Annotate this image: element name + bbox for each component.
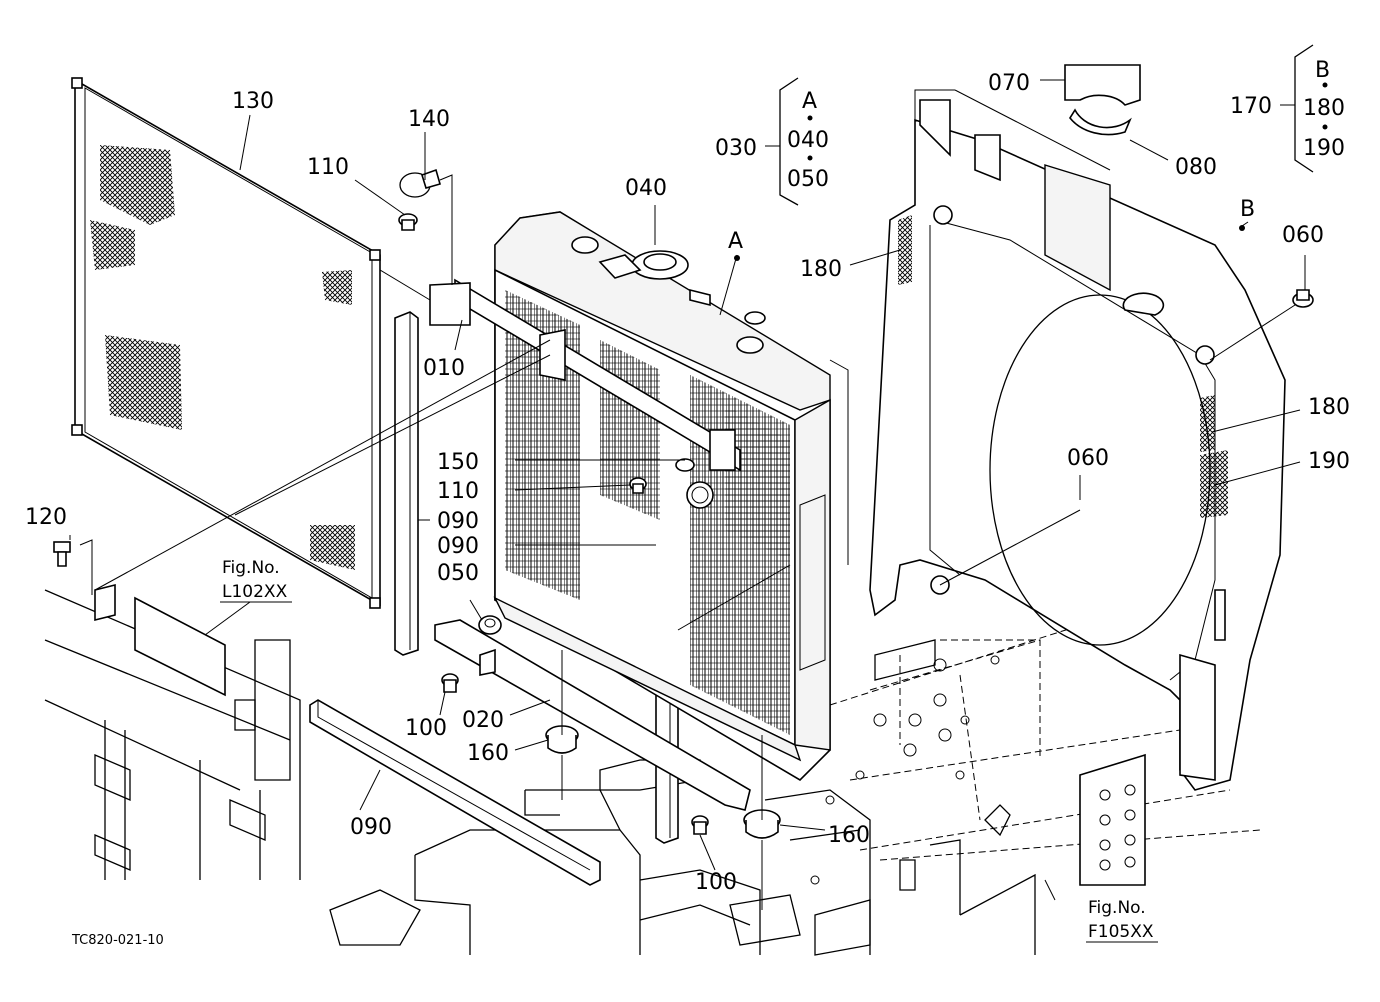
group-170-item-180: 180 (1303, 96, 1345, 121)
nut-150-icon (675, 458, 695, 472)
callout-160-right: 160 (828, 823, 870, 848)
callout-150: 150 (437, 450, 479, 475)
callout-080: 080 (1175, 155, 1217, 180)
callout-090-b: 090 (437, 534, 479, 559)
radiator-010 (429, 211, 831, 782)
callout-120: 120 (25, 505, 67, 530)
callout-050: 050 (437, 561, 479, 586)
left-bracket-icon (94, 583, 226, 697)
callout-020: 020 (462, 708, 504, 733)
group-030-item-040: 040 (787, 128, 829, 153)
diagram-code: TC820-021-10 (71, 933, 164, 948)
cap-050-icon (478, 615, 502, 635)
bolt-110-mid-icon (629, 477, 647, 494)
callout-010: 010 (423, 356, 465, 381)
bolt-100-right-icon (691, 815, 709, 835)
figref-left-title: Fig.No. (222, 558, 280, 578)
callout-A: A (728, 229, 743, 254)
group-170-item-190: 190 (1303, 136, 1345, 161)
callout-090-a: 090 (437, 509, 479, 534)
clamp-140-icon (399, 168, 441, 198)
group-170-ref: 170 (1230, 94, 1272, 119)
lower-bracket-020 (434, 619, 751, 811)
bolt-100-left-icon (441, 673, 459, 693)
callout-180-right: 180 (1308, 395, 1350, 420)
dust-screen-130 (71, 77, 381, 609)
bolt-060-upper-icon (1292, 289, 1314, 308)
callout-140: 140 (408, 107, 450, 132)
callout-100-right: 100 (695, 870, 737, 895)
callout-110-mid: 110 (437, 479, 479, 504)
callout-040: 040 (625, 176, 667, 201)
callout-130: 130 (232, 89, 274, 114)
callout-060-lower: 060 (1067, 446, 1109, 471)
callout-160-left: 160 (467, 741, 509, 766)
fan-shroud (869, 64, 1286, 791)
callout-090-c: 090 (350, 815, 392, 840)
group-170-brace (1280, 44, 1328, 173)
bolt-120-icon (53, 541, 71, 567)
callout-180-top: 180 (800, 257, 842, 282)
figref-right-code: F105XX (1088, 922, 1154, 942)
group-030-brace (765, 77, 813, 206)
figref-right-title: Fig.No. (1088, 898, 1146, 918)
chassis-frame (44, 589, 1261, 956)
group-030-item-050: 050 (787, 167, 829, 192)
figref-left-code: L102XX (222, 582, 288, 602)
callout-060-upper: 060 (1282, 223, 1324, 248)
group-170-item-b: B (1315, 58, 1330, 83)
leader-lines (69, 79, 1306, 910)
callout-100-left: 100 (405, 716, 447, 741)
bolt-110-top-icon (398, 213, 418, 231)
callout-070: 070 (988, 71, 1030, 96)
callout-110-top: 110 (307, 155, 349, 180)
callout-labels: 130 140 110 040 A 010 150 110 090 090 05… (25, 58, 1350, 948)
callout-B: B (1240, 197, 1255, 222)
group-030-ref: 030 (715, 136, 757, 161)
callout-190: 190 (1308, 449, 1350, 474)
group-030-item-a: A (802, 89, 817, 114)
